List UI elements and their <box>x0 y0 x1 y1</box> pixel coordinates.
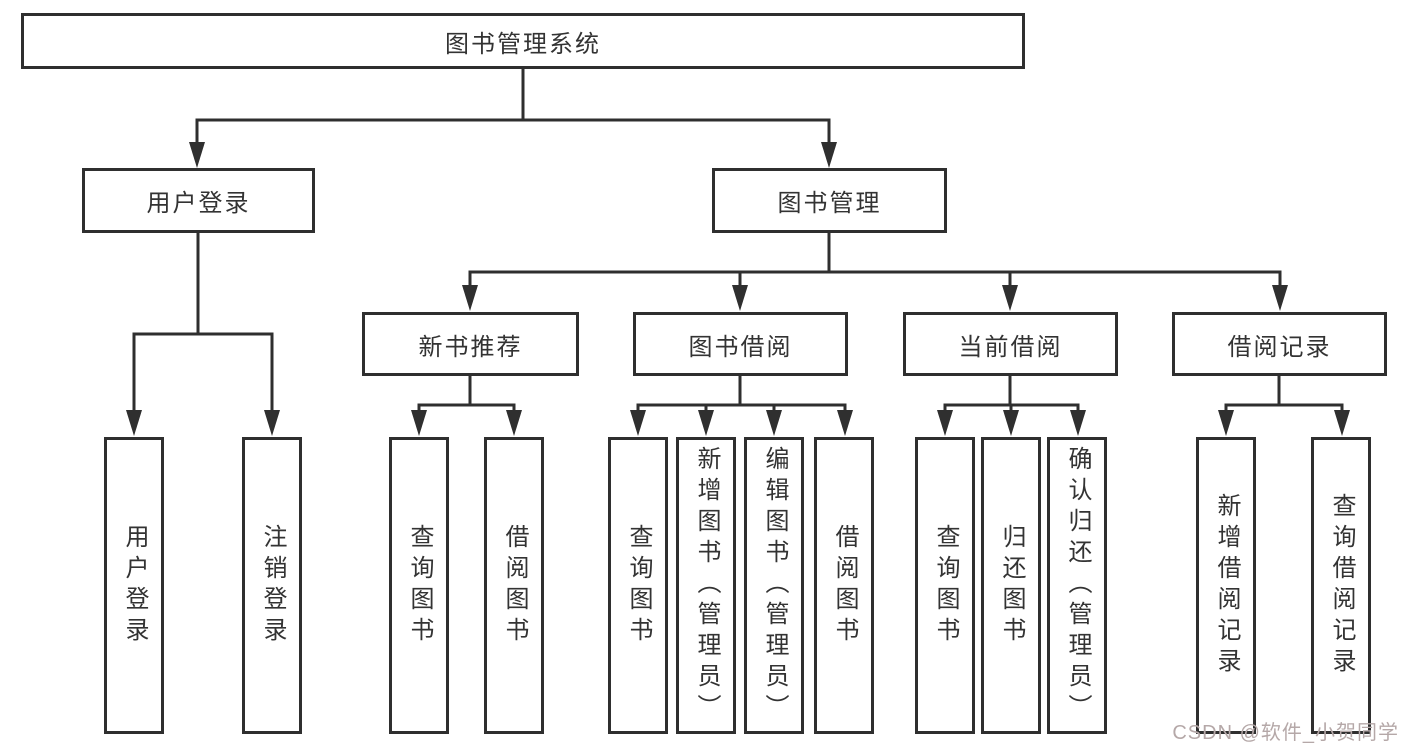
connector-new-book-to-leaves <box>411 376 522 436</box>
node-book-borrow-label: 图书借阅 <box>688 333 793 361</box>
arrowhead <box>506 410 522 436</box>
arrowhead <box>462 285 478 311</box>
leaf-return-books: 归还图书 <box>981 437 1041 734</box>
leaf-add-books-admin: 新增图书（管理员） <box>676 437 736 734</box>
leaf-borrow-books-newbook: 借阅图书 <box>484 437 544 734</box>
connector-current-borrow-to-leaves <box>937 376 1086 436</box>
connector-user-login-to-leaves <box>126 233 280 436</box>
node-current-borrow-label: 当前借阅 <box>958 333 1063 361</box>
node-book-borrow: 图书借阅 <box>633 312 848 376</box>
connector-book-borrow-to-leaves <box>630 376 853 436</box>
leaf-label: 新增借阅记录 <box>1213 492 1240 679</box>
leaf-query-books-borrow: 查询图书 <box>608 437 668 734</box>
leaf-query-borrow-record: 查询借阅记录 <box>1311 437 1371 734</box>
leaf-user-login: 用户登录 <box>104 437 164 734</box>
connector-root-to-level2 <box>189 67 837 168</box>
leaf-label: 查询图书 <box>932 523 959 648</box>
leaf-label: 查询图书 <box>406 523 433 648</box>
node-library-system: 图书管理系统 <box>21 13 1025 69</box>
arrowhead <box>766 410 782 436</box>
node-book-management-label: 图书管理 <box>777 190 882 217</box>
arrowhead <box>732 285 748 311</box>
arrowhead <box>937 410 953 436</box>
node-library-system-label: 图书管理系统 <box>445 30 601 58</box>
leaf-label: 借阅图书 <box>831 523 858 648</box>
leaf-label: 确认归还（管理员） <box>1064 446 1091 725</box>
leaf-label: 新增图书（管理员） <box>693 446 720 725</box>
arrowhead <box>411 410 427 436</box>
leaf-label: 注销登录 <box>259 523 286 648</box>
node-borrow-record-label: 借阅记录 <box>1227 333 1332 361</box>
leaf-borrow-books: 借阅图书 <box>814 437 874 734</box>
arrowhead <box>1070 410 1086 436</box>
arrowhead <box>1218 410 1234 436</box>
leaf-query-books-newbook: 查询图书 <box>389 437 449 734</box>
arrowhead <box>189 142 205 168</box>
node-new-book-recommend-label: 新书推荐 <box>418 333 523 361</box>
node-new-book-recommend: 新书推荐 <box>362 312 579 376</box>
connector-borrow-record-to-leaves <box>1218 376 1350 436</box>
leaf-edit-books-admin: 编辑图书（管理员） <box>744 437 804 734</box>
leaf-label: 用户登录 <box>121 523 148 648</box>
arrowhead <box>698 410 714 436</box>
watermark: CSDN @软件_小贺同学 <box>1172 722 1399 744</box>
leaf-label: 查询图书 <box>625 523 652 648</box>
leaf-confirm-return-admin: 确认归还（管理员） <box>1047 437 1107 734</box>
leaf-label: 归还图书 <box>998 523 1025 648</box>
leaf-label: 借阅图书 <box>501 523 528 648</box>
node-user-login: 用户登录 <box>82 168 315 233</box>
leaf-label: 编辑图书（管理员） <box>761 446 788 725</box>
leaf-logout: 注销登录 <box>242 437 302 734</box>
arrowhead <box>1003 410 1019 436</box>
node-book-management: 图书管理 <box>712 168 947 233</box>
node-user-login-label: 用户登录 <box>146 190 251 217</box>
leaf-query-books-current: 查询图书 <box>915 437 975 734</box>
connector-book-management-to-level3 <box>462 233 1288 311</box>
arrowhead <box>837 410 853 436</box>
arrowhead <box>1334 410 1350 436</box>
leaf-add-borrow-record: 新增借阅记录 <box>1196 437 1256 734</box>
arrowhead <box>1272 285 1288 311</box>
arrowhead <box>264 410 280 436</box>
node-current-borrow: 当前借阅 <box>903 312 1118 376</box>
arrowhead <box>1002 285 1018 311</box>
arrowhead <box>630 410 646 436</box>
leaf-label: 查询借阅记录 <box>1328 492 1355 679</box>
node-borrow-record: 借阅记录 <box>1172 312 1387 376</box>
arrowhead <box>126 410 142 436</box>
arrowhead <box>821 142 837 168</box>
